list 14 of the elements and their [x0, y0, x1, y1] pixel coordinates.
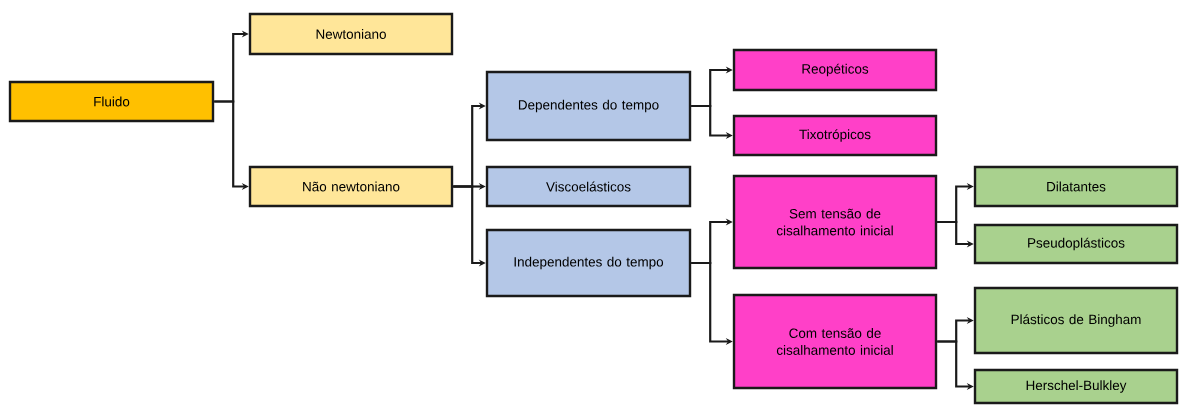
category-box: Dependentes do tempo	[485, 70, 692, 142]
category-box: Tixotrópicos	[732, 114, 938, 157]
category-box: Dilatantes	[973, 165, 1179, 208]
category-box: Independentes do tempo	[485, 228, 692, 298]
category-box: Newtoniano	[248, 12, 454, 56]
category-box: Reopéticos	[732, 48, 938, 92]
category-box: Plásticos de Bingham	[973, 286, 1179, 355]
category-box: Herschel-Bulkley	[973, 368, 1179, 405]
category-box: Sem tensão de cisalhamento inicial	[732, 174, 938, 270]
category-box: Não newtoniano	[248, 165, 454, 208]
category-box: Fluido	[8, 80, 215, 123]
category-box: Com tensão de cisalhamento inicial	[732, 293, 938, 390]
category-box: Viscoelásticos	[485, 165, 692, 208]
category-box: Pseudoplásticos	[973, 223, 1179, 265]
